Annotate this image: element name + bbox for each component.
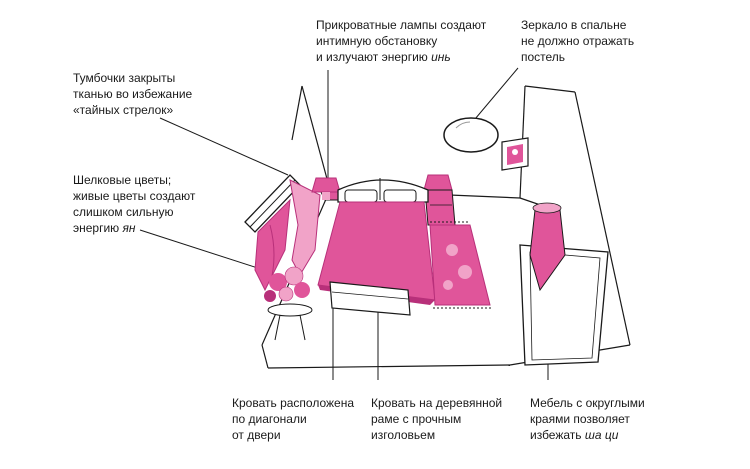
callout-bed-frame: Кровать на деревянной раме с прочным изг… (371, 395, 502, 443)
callout-line: энергию (73, 221, 123, 235)
callout-line: от двери (232, 428, 281, 442)
callout-furniture: Мебель с округлыми краями позволяет избе… (530, 395, 645, 443)
callout-line: не должно отражать (521, 34, 635, 48)
lamp-icon-right (423, 174, 456, 226)
callout-line: Прикроватные лампы создают (316, 18, 487, 32)
callout-line: слишком сильную (73, 205, 174, 219)
callout-line: постель (521, 50, 566, 64)
callout-flowers: Шелковые цветы; живые цветы создают слиш… (73, 172, 195, 236)
callout-nightstands: Тумбочки закрыты тканью во избежание «та… (73, 70, 192, 118)
callout-line: «тайных стрелок» (73, 103, 174, 117)
callout-line: Мебель с округлыми (530, 396, 645, 410)
callout-line: Кровать на деревянной (371, 396, 503, 410)
callout-bed-diagonal: Кровать расположена по диагонали от двер… (232, 395, 354, 443)
callout-line: живые цветы создают (73, 189, 196, 203)
callout-italic: инь (431, 50, 451, 64)
bench-icon (329, 281, 411, 316)
callout-line: Кровать расположена (232, 396, 355, 410)
mirror-icon (443, 117, 499, 153)
window-icon (244, 174, 321, 292)
callout-line: изголовьем (371, 428, 436, 442)
callout-italic: ян (122, 221, 136, 235)
callout-line: по диагонали (232, 412, 307, 426)
picture-frame-icon (501, 137, 529, 171)
callout-mirror: Зеркало в спальне не должно отражать пос… (521, 17, 634, 65)
callout-bedside-lamps: Прикроватные лампы создают интимную обст… (316, 17, 486, 65)
rug-icon (429, 221, 492, 309)
door-icon (519, 202, 609, 366)
callout-italic: ша ци (584, 428, 619, 442)
callout-line: тканью во избежание (73, 87, 193, 101)
callout-line: и излучают энергию (316, 50, 432, 64)
callout-line: избежать (530, 428, 585, 442)
callout-line: раме с прочным (371, 412, 462, 426)
callout-line: Тумбочки закрыты (73, 71, 176, 85)
callout-line: Зеркало в спальне (521, 18, 627, 32)
callout-line: краями позволяет (530, 412, 630, 426)
callout-line: Шелковые цветы; (73, 173, 172, 187)
callout-line: интимную обстановку (316, 34, 438, 48)
flower-vase-icon (264, 266, 313, 341)
